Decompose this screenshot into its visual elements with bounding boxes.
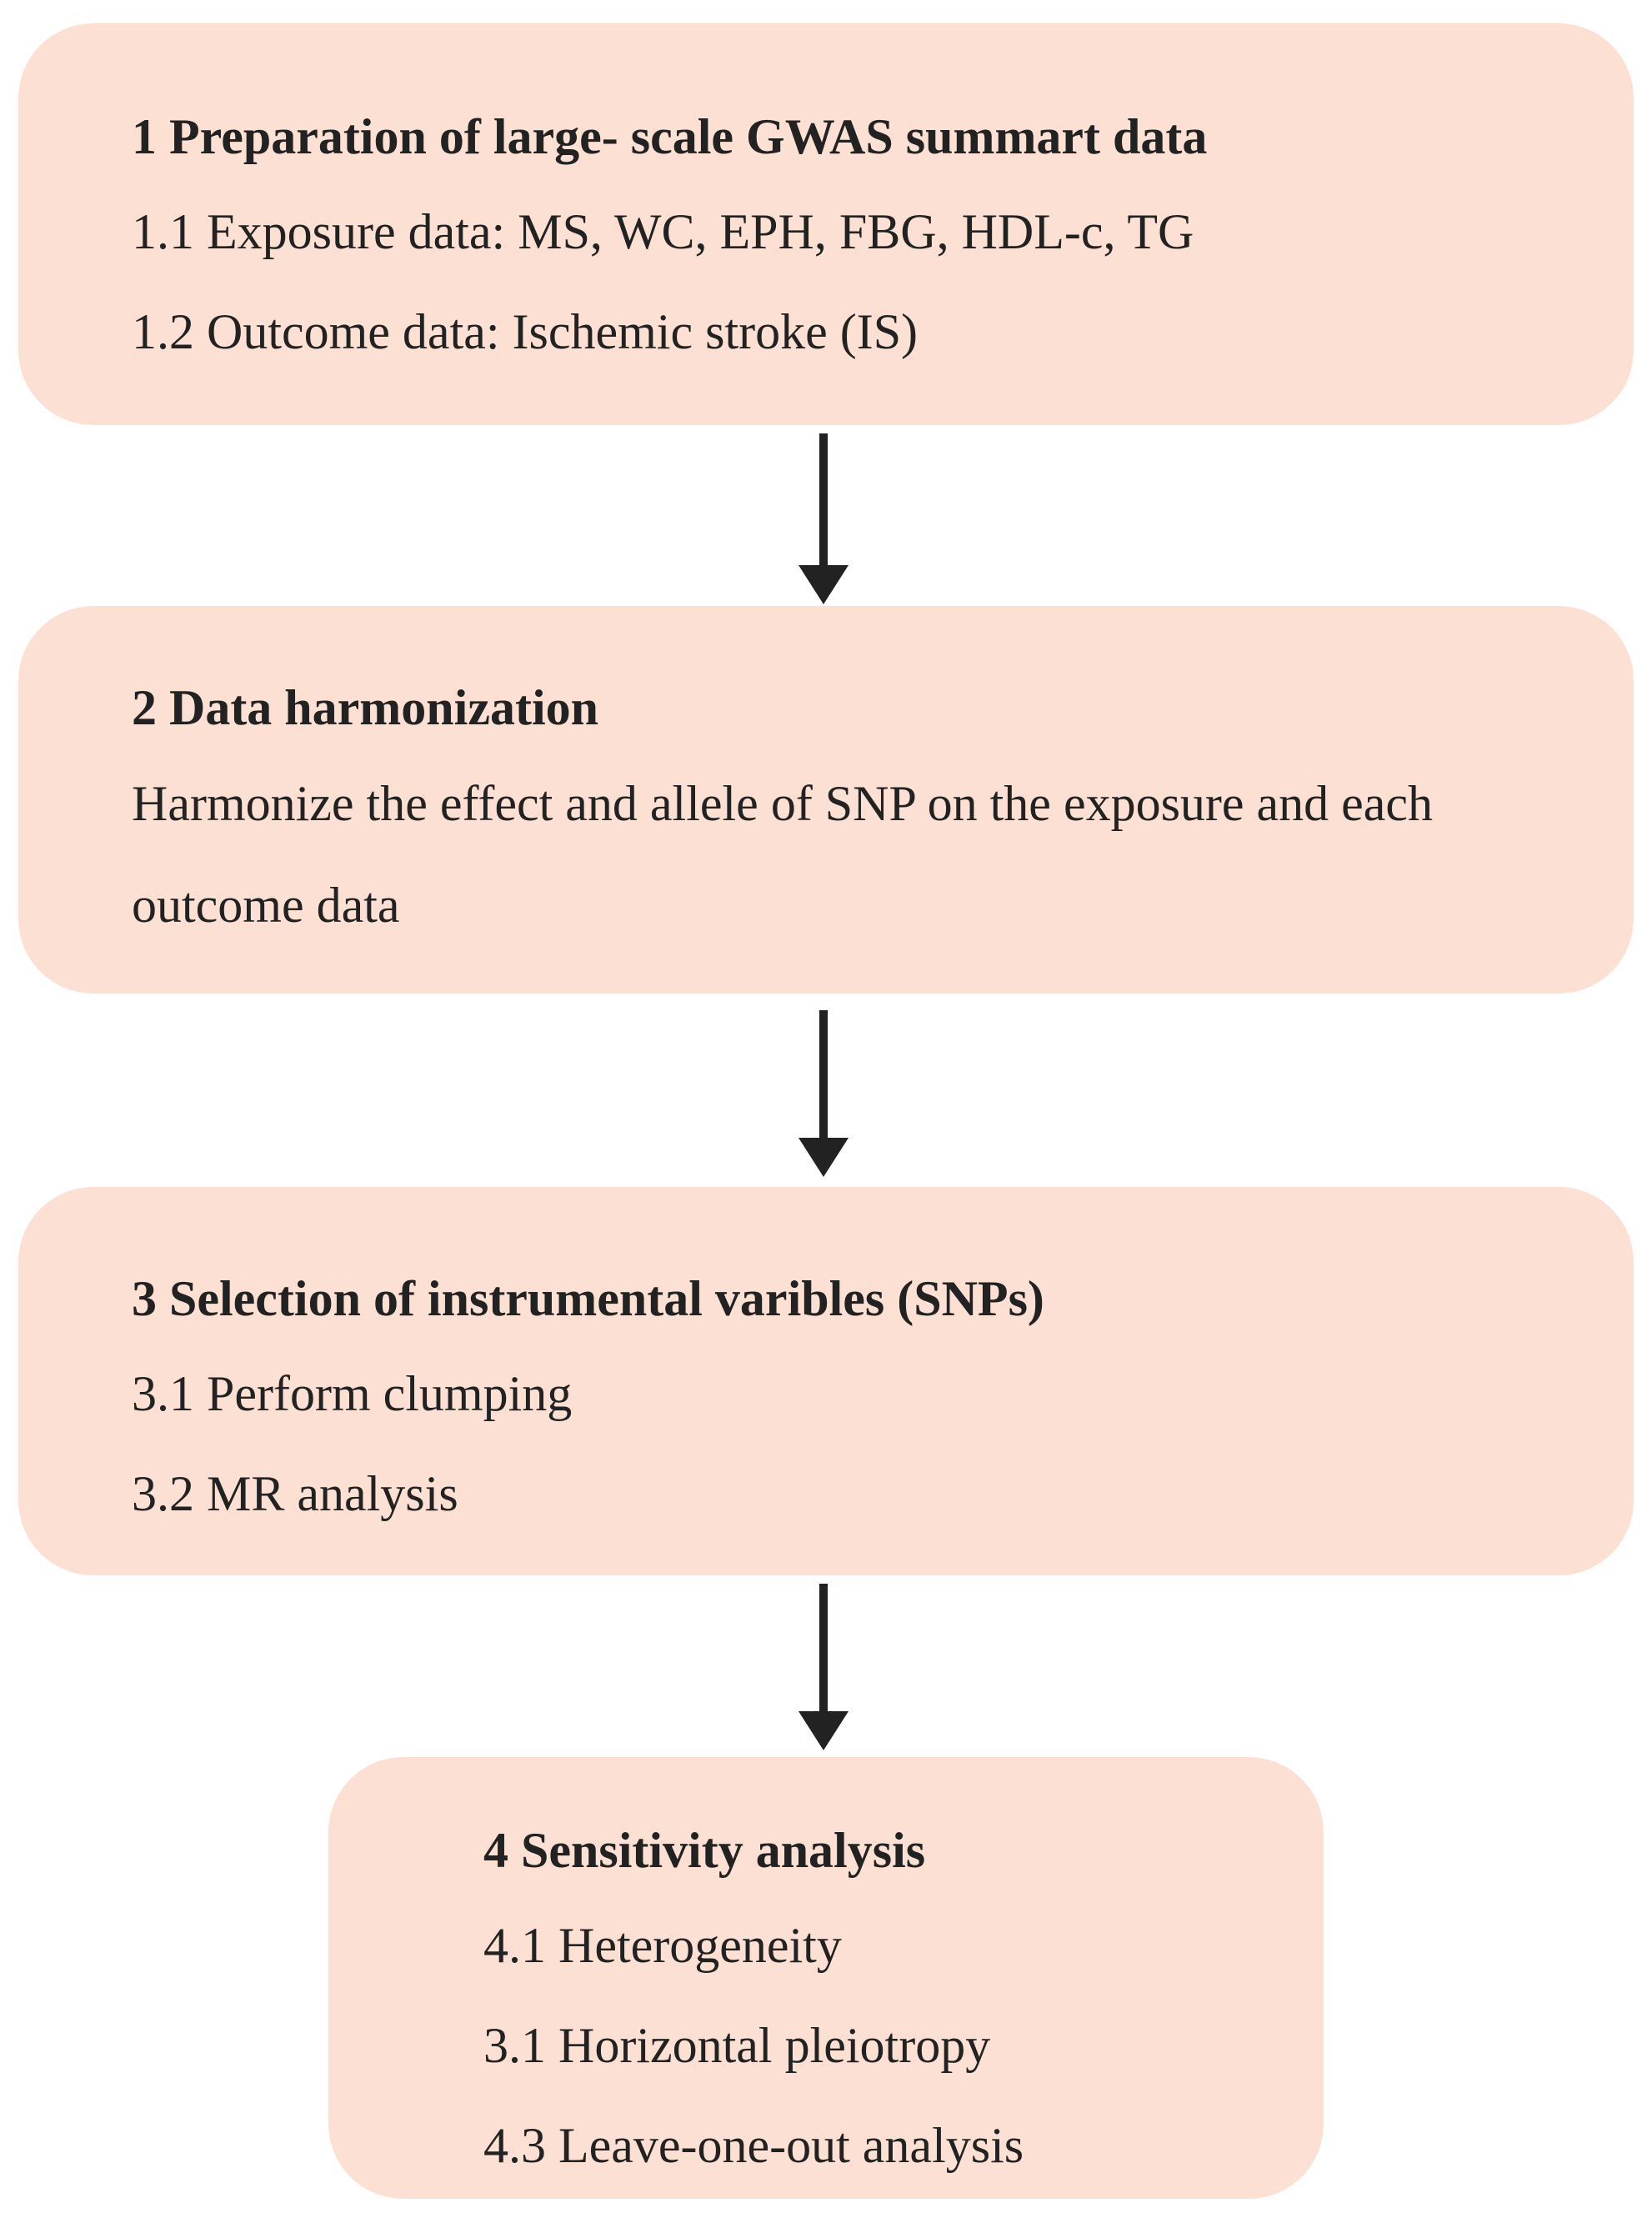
- step-4-line-1: 4.1 Heterogeneity: [483, 1918, 842, 1973]
- step-3-title: 3 Selection of instrumental varibles (SN…: [132, 1271, 1044, 1326]
- step-1-title: 1 Preparation of large- scale GWAS summa…: [132, 109, 1208, 164]
- arrow-3-to-4-shaft: [819, 1584, 828, 1713]
- step-3-line-2: 3.2 MR analysis: [132, 1466, 458, 1521]
- arrow-2-to-3: [798, 1010, 849, 1177]
- step-4-line-2: 3.1 Horizontal pleiotropy: [483, 2018, 991, 2073]
- step-2-line-1: Harmonize the effect and allele of SNP o…: [132, 776, 1434, 933]
- arrow-2-to-3-shaft: [819, 1010, 828, 1139]
- step-2-title: 2 Data harmonization: [132, 680, 598, 735]
- step-4-box: 4 Sensitivity analysis 4.1 Heterogeneity…: [328, 1757, 1324, 2199]
- step-1-line-2: 1.2 Outcome data: Ischemic stroke (IS): [132, 304, 919, 359]
- arrow-3-to-4: [798, 1584, 849, 1750]
- step-3-box: 3 Selection of instrumental varibles (SN…: [18, 1187, 1634, 1575]
- arrow-1-to-2-shaft: [819, 433, 828, 567]
- arrow-3-to-4-head: [798, 1711, 849, 1750]
- step-1-line-1: 1.1 Exposure data: MS, WC, EPH, FBG, HDL…: [132, 204, 1194, 259]
- step-1-box: 1 Preparation of large- scale GWAS summa…: [18, 23, 1634, 425]
- step-3-line-1: 3.1 Perform clumping: [132, 1366, 573, 1421]
- step-4-line-3: 4.3 Leave-one-out analysis: [483, 2118, 1024, 2173]
- arrow-1-to-2: [798, 433, 849, 604]
- step-4-title: 4 Sensitivity analysis: [483, 1823, 926, 1878]
- arrow-1-to-2-head: [798, 565, 849, 604]
- arrow-2-to-3-head: [798, 1138, 849, 1177]
- step-2-box: 2 Data harmonization Harmonize the effec…: [18, 606, 1634, 994]
